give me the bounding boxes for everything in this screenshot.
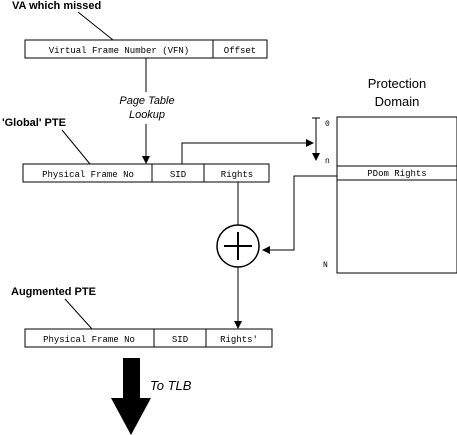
global-pte-field-pfn: Physical Frame No [42,170,134,180]
domain-label: Domain [375,94,420,109]
pdom-index-n: n [325,157,330,166]
global-pte-field-sid: SID [170,170,186,180]
augmented-pte-leader [64,298,93,330]
global-pte-field-rights: Rights [221,170,253,180]
sid-index-arrow [181,139,314,164]
va-field-offset: Offset [224,46,256,56]
pdom-rights-arrow [262,175,337,254]
va-missed-label: VA which missed [12,0,101,12]
augmented-pte-field-sid: SID [172,335,188,345]
protection-label: Protection [368,76,427,91]
augmented-pte-field-pfn: Physical Frame No [43,335,135,345]
global-pte-leader [61,129,91,165]
va-leader-line [77,11,114,41]
lookup-label: Lookup [129,109,165,121]
pdom-index-0: 0 [325,120,330,129]
va-field-vfn: Virtual Frame Number (VFN) [49,46,189,56]
augmented-pte-field-rights: Rights' [220,335,258,345]
augmented-pte-box [24,328,273,348]
to-tlb-label: To TLB [150,378,192,393]
pdom-rights-row: PDom Rights [367,169,426,179]
augmented-pte-label: Augmented PTE [11,286,96,298]
page-table-label: Page Table [119,95,174,107]
pdom-index-N: N [323,261,328,270]
to-tlb-arrow [111,358,151,435]
global-pte-label: 'Global' PTE [2,117,66,129]
global-pte-box [22,163,270,183]
protection-domain-table [336,116,457,274]
